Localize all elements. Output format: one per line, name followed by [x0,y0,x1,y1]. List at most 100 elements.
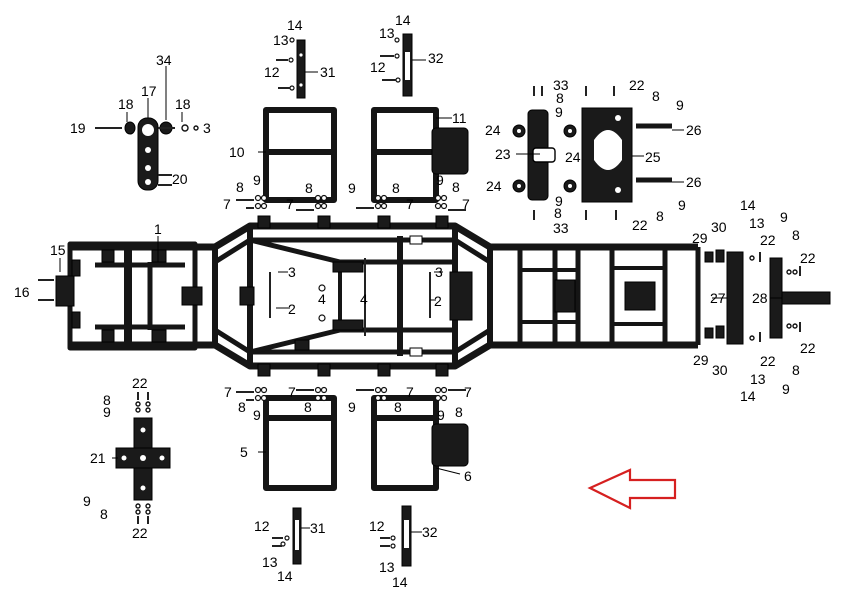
callout-8: 8 [556,90,564,106]
callout-30: 30 [712,362,728,378]
callout-23: 23 [495,146,511,162]
main-chassis-frame [55,215,701,377]
callout-12: 12 [370,59,386,75]
callout-9: 9 [437,407,445,423]
callout-8: 8 [103,392,111,408]
callout-22: 22 [632,217,648,233]
callout-14: 14 [277,568,293,584]
upper-right-rack-frame [371,107,469,203]
callout-14: 14 [740,197,756,213]
rear-bumper-assembly [704,249,831,345]
callout-25: 25 [645,149,661,165]
strap-32-top [402,33,413,97]
callout-22: 22 [629,77,645,93]
callout-9: 9 [782,381,790,397]
callout-14: 14 [395,12,411,28]
callout-8: 8 [452,179,460,195]
callout-12: 12 [264,64,280,80]
callout-3: 3 [288,264,296,280]
callout-7: 7 [223,196,231,212]
lower-left-rack-frame [263,395,337,491]
callout-7: 7 [406,384,414,400]
callout-7: 7 [462,196,470,212]
callout-9: 9 [678,197,686,213]
lower-right-rack-frame [371,395,469,491]
callout-29: 29 [693,352,709,368]
callout-8: 8 [554,205,562,221]
callout-13: 13 [379,25,395,41]
callout-18: 18 [118,96,134,112]
callout-9: 9 [555,104,563,120]
callout-8: 8 [236,179,244,195]
callout-7: 7 [406,196,414,212]
callout-9: 9 [436,172,444,188]
callout-13: 13 [262,554,278,570]
callout-22: 22 [132,525,148,541]
callout-9: 9 [253,172,261,188]
upper-left-rack-frame [263,107,337,203]
callout-labels: 1 2 2 3 3 3 4 4 5 6 10 11 15 16 17 18 18… [14,12,816,590]
callout-7: 7 [224,384,232,400]
callout-8: 8 [792,227,800,243]
callout-20: 20 [172,171,188,187]
callout-9: 9 [83,493,91,509]
callout-34: 34 [156,52,172,68]
leader-lines [59,59,782,533]
strap-32-bottom [401,505,412,567]
callout-13: 13 [273,32,289,48]
callout-29: 29 [692,230,708,246]
callout-21: 21 [90,450,106,466]
callout-24: 24 [486,178,502,194]
callout-15: 15 [50,242,66,258]
callout-9: 9 [780,209,788,225]
callout-12: 12 [254,518,270,534]
callout-18: 18 [175,96,191,112]
callout-8: 8 [304,399,312,415]
callout-8: 8 [656,208,664,224]
callout-17: 17 [141,83,157,99]
callout-8: 8 [305,180,313,196]
callout-14: 14 [287,17,303,33]
upper-left-bracket-assembly [95,117,199,191]
callout-3: 3 [435,264,443,280]
callout-9: 9 [676,97,684,113]
callout-1: 1 [154,221,162,237]
callout-11: 11 [452,110,467,126]
callout-8: 8 [100,506,108,522]
callout-8: 8 [238,399,246,415]
callout-13: 13 [379,559,395,575]
callout-7: 7 [464,384,472,400]
callout-10: 10 [229,144,245,160]
strap-31-top [296,39,306,99]
callout-19: 19 [70,120,86,136]
callout-27: 27 [710,290,726,306]
callout-22: 22 [760,353,776,369]
callout-22: 22 [760,232,776,248]
callout-8: 8 [455,404,463,420]
callout-28: 28 [752,290,768,306]
callout-24: 24 [485,122,501,138]
callout-14: 14 [392,574,408,590]
callout-22: 22 [800,340,816,356]
callout-5: 5 [240,444,248,460]
callout-22: 22 [800,250,816,266]
callout-30: 30 [711,219,727,235]
callout-8: 8 [652,88,660,104]
callout-8: 8 [792,362,800,378]
callout-9: 9 [348,399,356,415]
callout-33: 33 [553,220,569,236]
lower-left-cross-bracket [115,392,171,524]
callout-32: 32 [428,50,444,66]
callout-6: 6 [464,468,472,484]
callout-3: 3 [203,120,211,136]
arrow-left-icon [587,468,677,510]
callout-22: 22 [132,375,148,391]
callout-8: 8 [392,180,400,196]
callout-31: 31 [320,64,336,80]
strap-31-bottom [292,507,302,565]
mount-fasteners [38,37,466,549]
callout-13: 13 [749,215,765,231]
callout-8: 8 [394,399,402,415]
callout-9: 9 [555,193,563,209]
